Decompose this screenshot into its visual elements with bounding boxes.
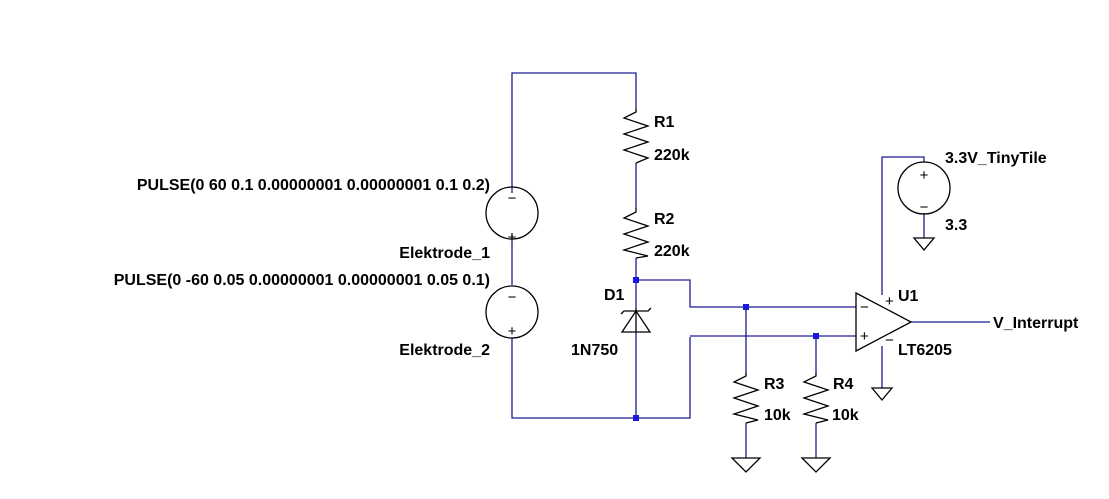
ground-symbol (870, 387, 894, 402)
inverting-input-sign: − (860, 299, 869, 316)
v2-name-label: Elektrode_2 (399, 342, 490, 359)
r1-ref-label: R1 (654, 114, 675, 131)
junction-dot (743, 304, 749, 310)
ground-symbol (730, 457, 762, 473)
d1-value-label: 1N750 (571, 342, 618, 359)
v3-value-label: 3.3 (945, 217, 967, 234)
op-amp-u1: − + + − (855, 291, 913, 353)
junction-dot (813, 333, 819, 339)
wire-node-inverting (636, 279, 856, 308)
r1-value-label: 220k (654, 147, 690, 164)
wire-supply (881, 156, 925, 295)
voltage-source-elektrode-1: − + (485, 186, 539, 246)
v1-name-label: Elektrode_1 (399, 245, 490, 262)
v3-name-label: 3.3V_TinyTile (945, 150, 1047, 167)
plus-sign: + (920, 167, 929, 184)
labels: R1 220k R2 220k D1 1N750 R3 10k R4 10k U… (114, 114, 1079, 424)
r3-value-label: 10k (764, 407, 791, 424)
noninverting-input-sign: + (860, 328, 869, 345)
resistor-r1 (621, 108, 651, 164)
wire-v2-bottom (511, 337, 691, 419)
r2-value-label: 220k (654, 243, 690, 260)
output-net-label: V_Interrupt (993, 315, 1079, 332)
u1-ref-label: U1 (898, 288, 919, 305)
junction-dot (633, 277, 639, 283)
v1-spec-label: PULSE(0 60 0.1 0.00000001 0.00000001 0.1… (137, 177, 490, 194)
r3-ref-label: R3 (764, 376, 785, 393)
plus-sign: + (508, 323, 517, 340)
v2-spec-label: PULSE(0 -60 0.05 0.00000001 0.00000001 0… (114, 272, 490, 289)
supply-pos-sign: + (885, 293, 894, 310)
junction-dot (633, 415, 639, 421)
resistor-r3 (731, 372, 761, 424)
d1-ref-label: D1 (604, 287, 625, 304)
r4-ref-label: R4 (833, 376, 854, 393)
ground-symbol (800, 457, 832, 473)
minus-sign: − (508, 190, 517, 207)
plus-sign: + (508, 229, 517, 246)
r2-ref-label: R2 (654, 211, 675, 228)
minus-sign: − (508, 289, 517, 306)
ground-symbol (912, 237, 936, 252)
minus-sign: − (920, 199, 929, 216)
voltage-source-tinytile: + − (897, 161, 951, 216)
resistor-r4 (801, 372, 831, 424)
wires (511, 72, 990, 458)
resistor-r2 (621, 208, 651, 259)
u1-value-label: LT6205 (898, 342, 952, 359)
zener-diode-d1 (620, 307, 652, 333)
wire-top-loop (511, 72, 637, 193)
voltage-source-elektrode-2: − + (485, 285, 539, 340)
supply-neg-sign: − (885, 332, 894, 349)
r4-value-label: 10k (832, 407, 859, 424)
junctions (633, 277, 819, 421)
